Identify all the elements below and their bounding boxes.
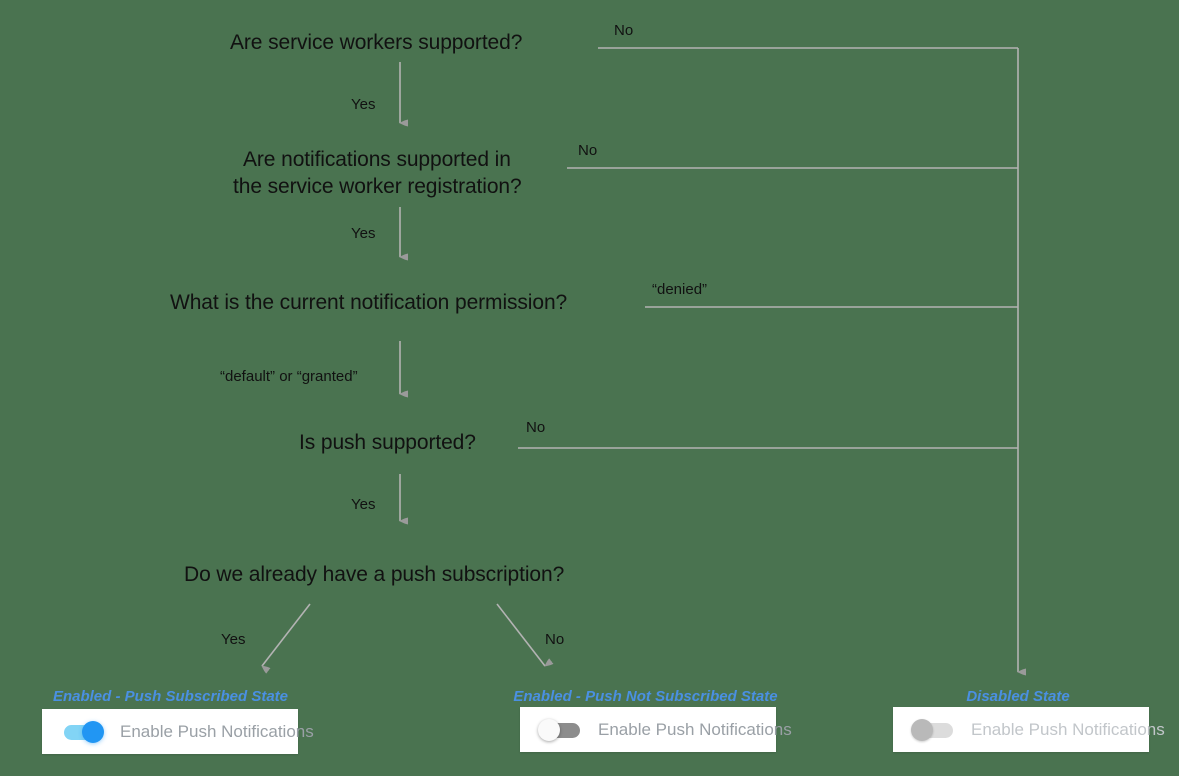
edge-q5-no xyxy=(496,603,554,667)
edge-q5-yes xyxy=(261,603,311,674)
toggle-label-disabled: Enable Push Notifications xyxy=(971,719,1165,739)
toggle-card-disabled: Enable Push Notifications xyxy=(893,707,1165,752)
question-notification-permission: What is the current notification permiss… xyxy=(170,291,568,314)
toggle-card-push-subscribed[interactable]: Enable Push Notifications xyxy=(42,709,314,754)
edge-label-q3-denied: “denied” xyxy=(652,281,708,298)
state-label-push-subscribed: Enabled - Push Subscribed State xyxy=(52,688,289,705)
question-notifications-supported-line2: the service worker registration? xyxy=(233,175,522,198)
push-toggle-subscribed[interactable] xyxy=(60,720,106,743)
toggle-label-push-not-subscribed: Enable Push Notifications xyxy=(598,719,792,739)
toggle-knob xyxy=(538,718,560,741)
edge-label-q1-yes: Yes xyxy=(351,96,376,113)
edge-label-q2-yes: Yes xyxy=(351,225,376,242)
question-notifications-supported-line1: Are notifications supported in xyxy=(243,148,511,171)
state-label-disabled: Disabled State xyxy=(966,688,1070,705)
edge-label-q2-no: No xyxy=(578,142,598,159)
toggle-knob xyxy=(911,718,933,741)
question-push-supported: Is push supported? xyxy=(299,431,476,454)
edge-label-q5-yes: Yes xyxy=(221,631,246,648)
push-toggle-disabled xyxy=(911,718,957,741)
state-label-push-not-subscribed: Enabled - Push Not Subscribed State xyxy=(513,688,778,705)
edge-label-q4-yes: Yes xyxy=(351,496,376,513)
edge-label-q3-default-granted: “default” or “granted” xyxy=(220,368,358,385)
edge-label-q1-no: No xyxy=(614,22,634,39)
toggle-label-push-subscribed: Enable Push Notifications xyxy=(120,721,314,741)
question-existing-subscription: Do we already have a push subscription? xyxy=(184,563,565,586)
edge-label-q4-no: No xyxy=(526,419,546,436)
question-service-workers: Are service workers supported? xyxy=(230,31,523,54)
toggle-card-push-not-subscribed[interactable]: Enable Push Notifications xyxy=(520,707,792,752)
edge-label-q5-no: No xyxy=(545,631,565,648)
push-toggle-not-subscribed[interactable] xyxy=(538,718,584,741)
toggle-knob xyxy=(82,720,104,743)
